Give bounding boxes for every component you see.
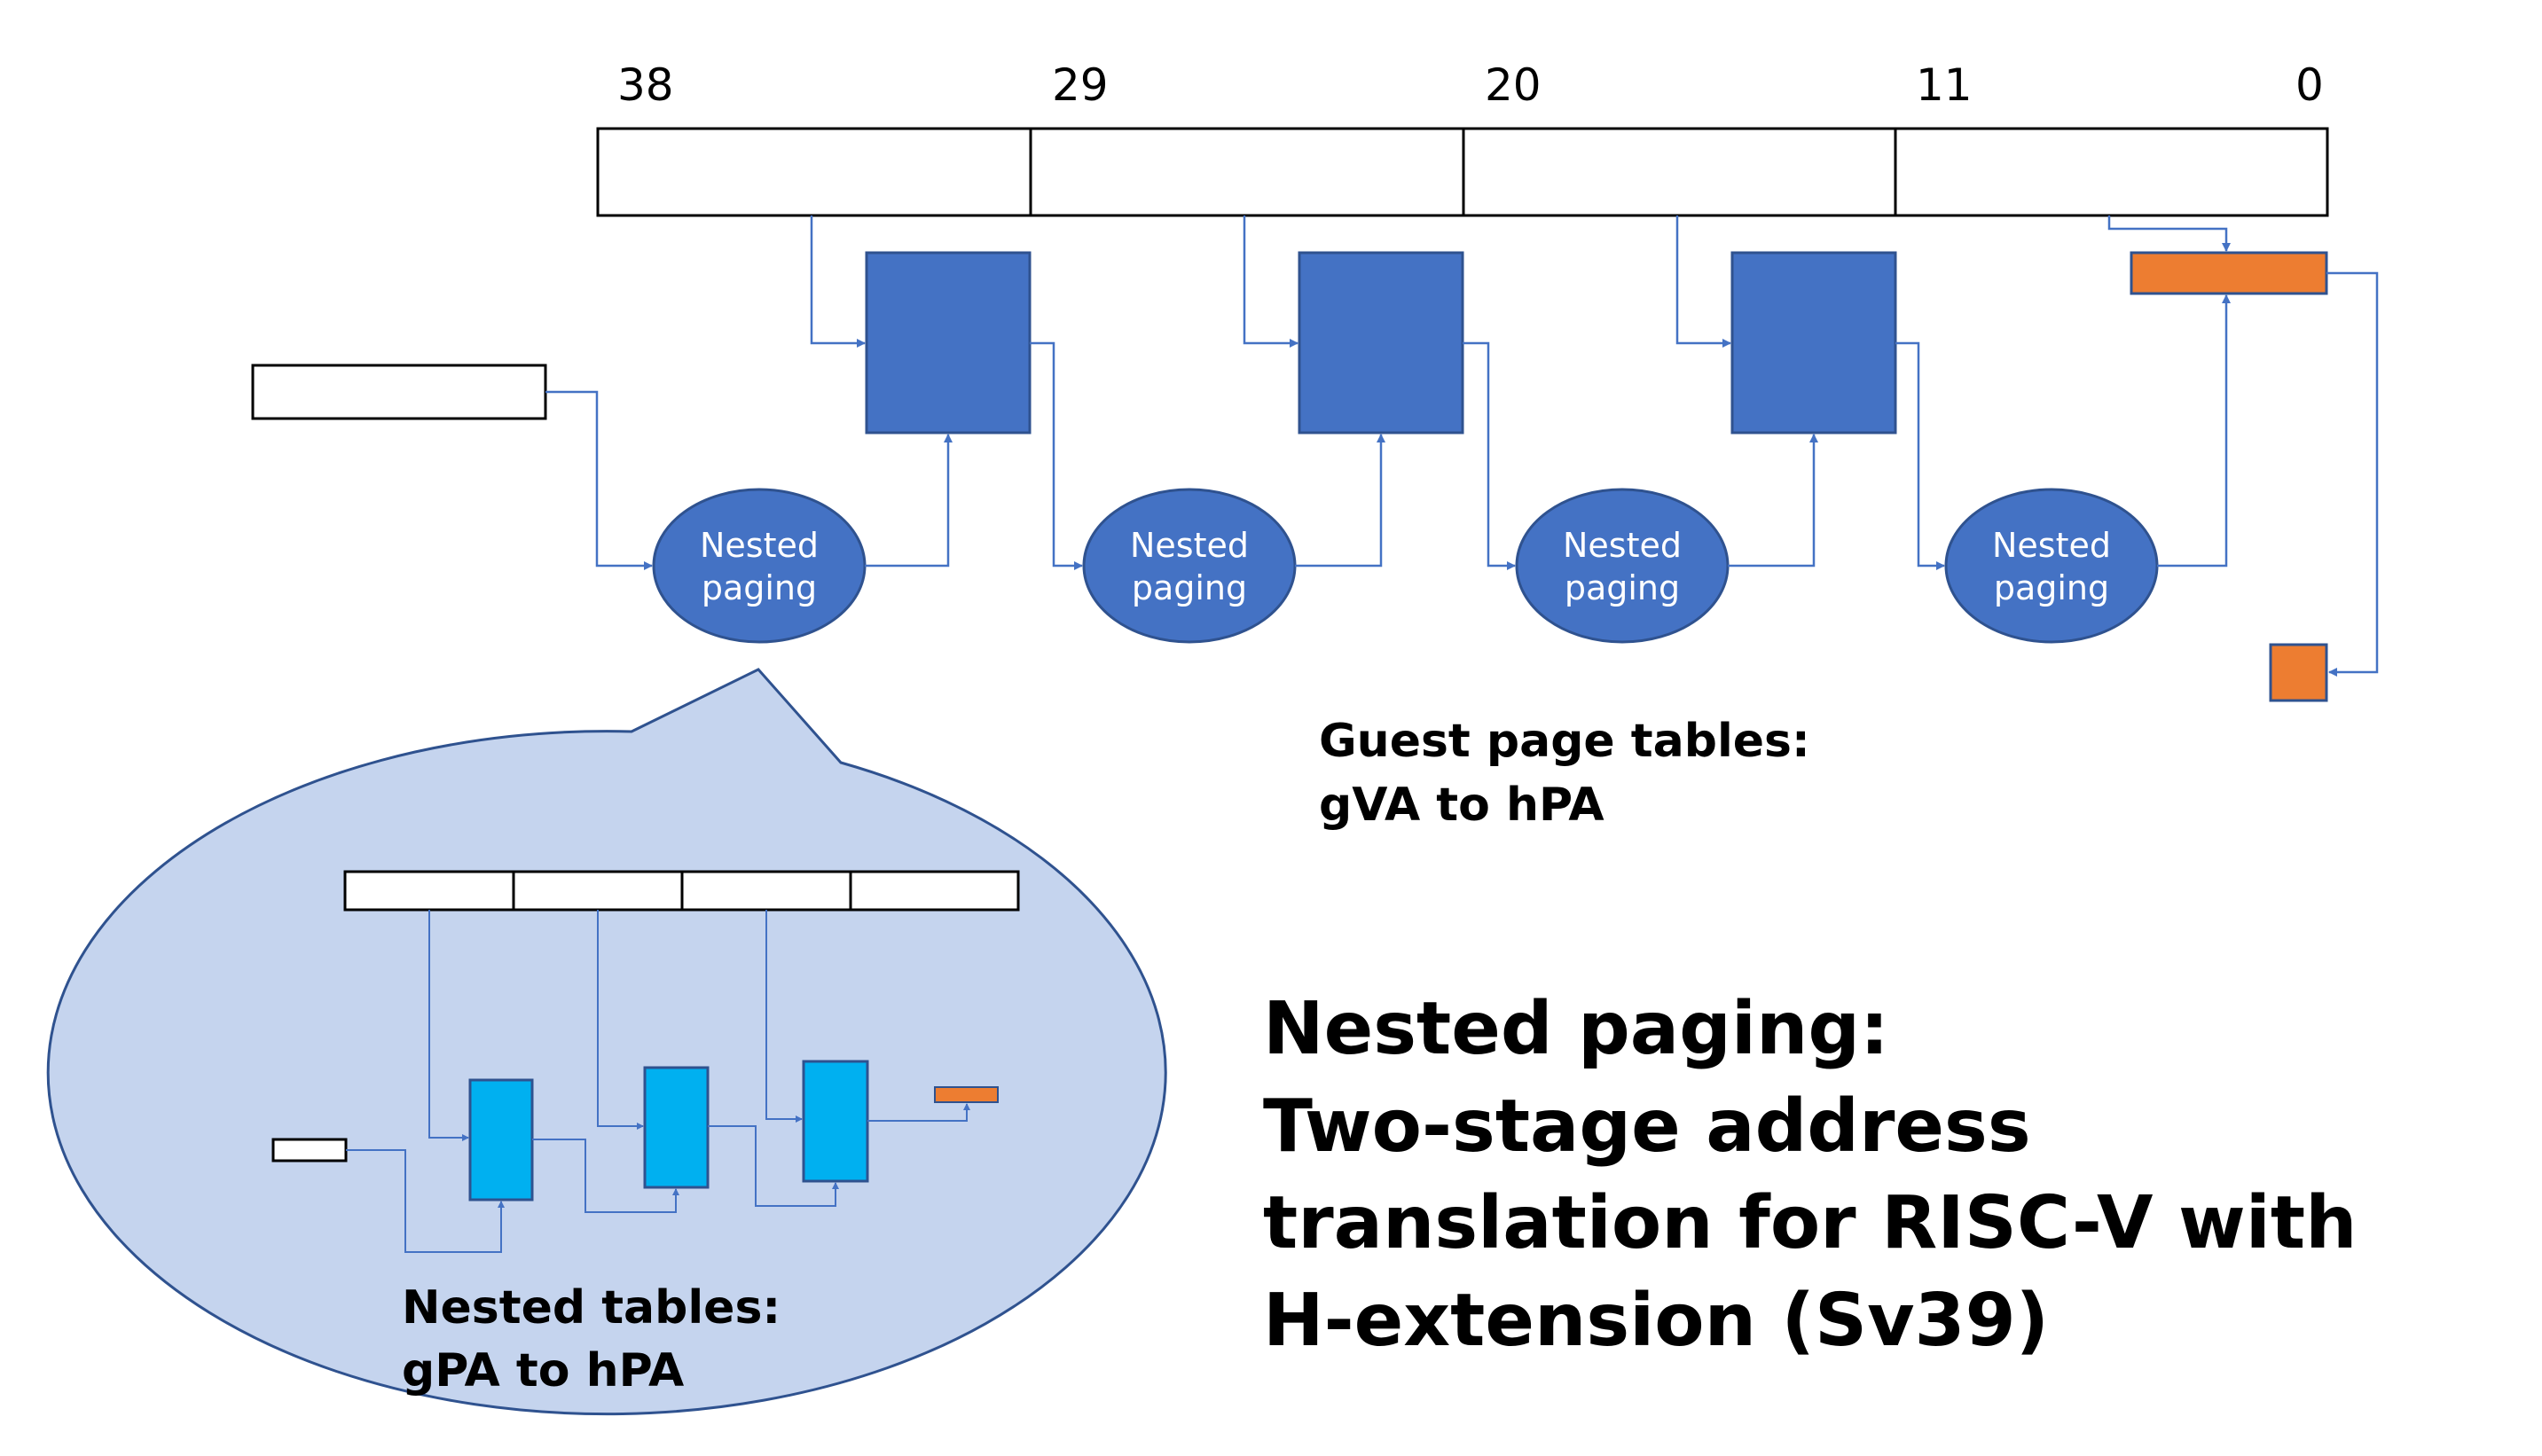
nested-vpn2-arrow xyxy=(428,910,469,1141)
table-to-oval-3-arrow xyxy=(1463,341,1516,570)
oval-4-line-1: Nested xyxy=(1992,526,2111,565)
bit-label-20: 20 xyxy=(1485,59,1542,111)
nested-root-pointer-box xyxy=(271,1138,348,1162)
callout-bubble xyxy=(46,668,1167,1416)
oval-2-line-1: Nested xyxy=(1130,526,1249,565)
guest-page-table-level-1 xyxy=(1298,251,1464,434)
nested-paging-ovals: Nested paging Nested paging Nested pagin… xyxy=(652,488,2159,644)
table-to-oval-4-arrow xyxy=(1895,341,1945,570)
nested-paging-oval-1: Nested paging xyxy=(652,488,867,644)
oval-2-to-table-arrow xyxy=(1295,434,1385,568)
nested-table1-to-table0-arrow xyxy=(708,1125,839,1207)
nested-walk-connectors xyxy=(346,910,970,1253)
offset-to-page-arrow xyxy=(2107,215,2231,252)
nested-vpn0-arrow xyxy=(765,910,803,1123)
oval-1-to-table-arrow xyxy=(865,434,953,568)
vpn0-to-table-arrow xyxy=(1675,215,1731,348)
oval-2-line-2: paging xyxy=(1132,568,1247,607)
nested-table0-to-page-arrow xyxy=(867,1103,970,1122)
table-to-oval-2-arrow xyxy=(1030,341,1083,570)
root-pointer-box xyxy=(251,364,547,420)
nested-table-level-2 xyxy=(468,1078,534,1202)
headline-line-3: translation for RISC-V with xyxy=(1263,1181,2357,1265)
headline-line-1: Nested paging: xyxy=(1263,987,1889,1071)
nested-paging-oval-2: Nested paging xyxy=(1082,488,1297,644)
headline: Nested paging: Two-stage address transla… xyxy=(1263,987,2357,1363)
oval-3-to-table-arrow xyxy=(1728,434,1818,568)
nested-physical-page-bar xyxy=(934,1086,999,1103)
vpn1-to-table-arrow xyxy=(1243,215,1298,348)
nested-tables-caption: Nested tables: gPA to hPA xyxy=(402,1281,781,1397)
guest-page-tables-caption: Guest page tables: gVA to hPA xyxy=(1319,715,1810,832)
bit-label-0: 0 xyxy=(2295,59,2324,111)
headline-line-4: H-extension (Sv39) xyxy=(1263,1279,2049,1363)
guest-page-tables xyxy=(865,251,1897,434)
nested-caption-line-1: Nested tables: xyxy=(402,1281,781,1335)
oval-4-line-2: paging xyxy=(1994,568,2109,607)
bit-labels: 38 29 20 11 0 xyxy=(617,59,2324,111)
nested-table-level-0 xyxy=(802,1060,869,1183)
oval-4-to-page-arrow xyxy=(2157,294,2231,568)
oval-1-line-2: paging xyxy=(702,568,817,607)
bit-label-11: 11 xyxy=(1916,59,1973,111)
vpn2-to-table-arrow xyxy=(810,215,866,348)
oval-1-line-1: Nested xyxy=(700,526,819,565)
guest-caption-line-2: gVA to hPA xyxy=(1319,779,1604,832)
nested-paging-oval-3: Nested paging xyxy=(1515,488,1730,644)
host-physical-page-box xyxy=(2269,643,2328,702)
nested-paging-oval-4: Nested paging xyxy=(1944,488,2159,644)
guest-walk-connectors xyxy=(545,215,2379,677)
nested-vpn1-arrow xyxy=(597,910,644,1130)
nested-address-bar xyxy=(343,870,1020,912)
bit-label-38: 38 xyxy=(617,59,674,111)
guest-caption-line-1: Guest page tables: xyxy=(1319,715,1810,768)
root-to-oval-1-arrow xyxy=(545,390,653,570)
page-to-final-arrow xyxy=(2326,271,2379,677)
nested-root-arrow xyxy=(346,1149,505,1253)
headline-line-2: Two-stage address xyxy=(1263,1084,2031,1169)
oval-3-line-2: paging xyxy=(1565,568,1680,607)
bit-label-29: 29 xyxy=(1052,59,1109,111)
nested-tables xyxy=(468,1060,869,1202)
nested-table-level-1 xyxy=(643,1066,710,1189)
guest-page-table-level-2 xyxy=(865,251,1032,434)
nested-table2-to-table1-arrow xyxy=(532,1139,679,1213)
nested-caption-line-2: gPA to hPA xyxy=(402,1344,684,1397)
oval-3-line-1: Nested xyxy=(1563,526,1682,565)
guest-virtual-address-bar xyxy=(596,127,2329,217)
guest-physical-page-bar xyxy=(2130,251,2328,295)
nested-paging-callout xyxy=(46,668,1167,1416)
guest-page-table-level-0 xyxy=(1730,251,1897,434)
